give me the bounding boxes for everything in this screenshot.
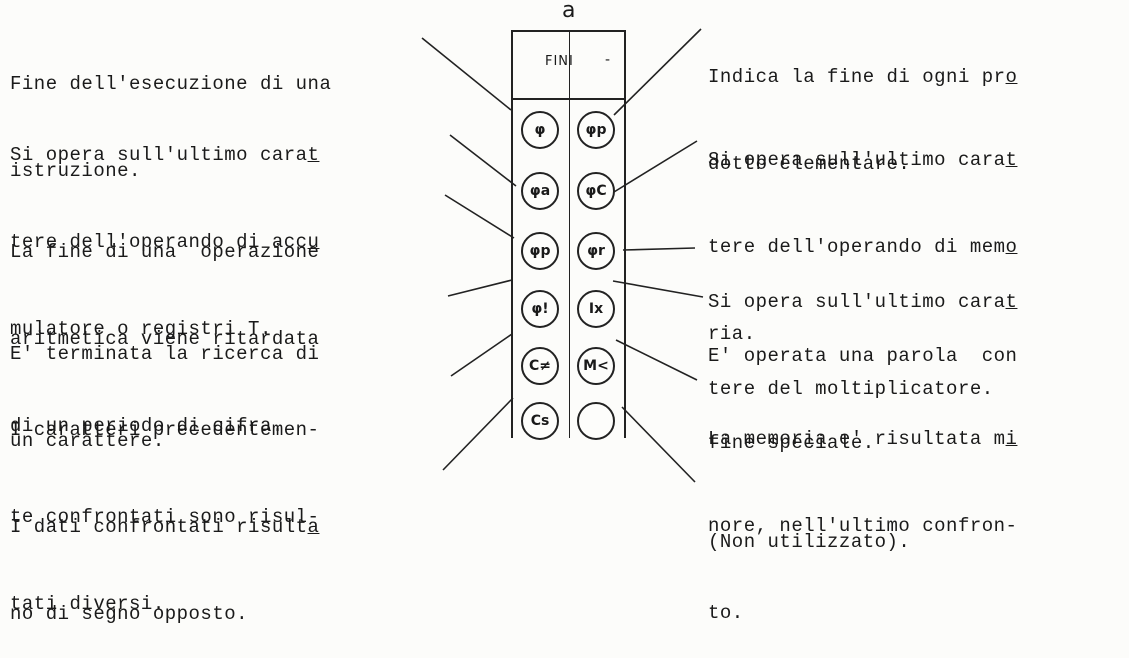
leader-left-5 xyxy=(450,333,513,377)
lamp-ix: Ix xyxy=(577,290,615,328)
right-note-2-line-1: Si opera sull'ultimo cara xyxy=(708,149,1006,171)
left-note-6: I dati confrontati risulta no di segno o… xyxy=(10,455,319,658)
left-note-6-line-1: I dati confrontati risult xyxy=(10,516,308,538)
right-note-3-line-1: Si opera sull'ultimo cara xyxy=(708,291,1006,313)
right-note-1: Indica la fine di ogni pro dotto element… xyxy=(708,5,1017,208)
left-note-3-line-1: La fine di una operazione xyxy=(10,241,320,263)
panel-letter: a xyxy=(562,0,576,23)
leader-left-3 xyxy=(444,194,515,239)
right-note-5-line-1: La memoria e' risultata m xyxy=(708,428,1006,450)
lamp-phi-excl: φ! xyxy=(521,290,559,328)
left-note-2-line-3: mulatore o registri T. xyxy=(10,318,272,340)
lamp-phi-a: φa xyxy=(521,172,559,210)
leader-left-2 xyxy=(449,134,517,187)
panel-header-text: FINI xyxy=(545,54,574,69)
lamp-m-less: M< xyxy=(577,347,615,385)
leader-left-1 xyxy=(421,37,512,111)
leader-right-6 xyxy=(621,406,696,483)
right-note-4-line-1: E' operata una parola con xyxy=(708,345,1018,367)
panel-divider xyxy=(569,32,570,438)
right-note-1-line-2: dotto elementare. xyxy=(708,153,911,175)
left-note-3-line-3: di un periodo di cifra. xyxy=(10,415,284,437)
left-note-1-line-2: istruzione. xyxy=(10,160,141,182)
right-note-6: (Non utilizzato). xyxy=(708,470,910,586)
left-note-3-line-2: aritmetica viene ritardata xyxy=(10,328,320,350)
leader-right-2 xyxy=(613,140,698,193)
lamp-phi-c: φC xyxy=(577,172,615,210)
right-note-3: Si opera sull'ultimo carat tere del molt… xyxy=(708,230,1017,433)
right-note-1-line-1-underlined: o xyxy=(1005,66,1018,88)
leader-lines xyxy=(421,28,704,483)
right-note-4: E' operata una parola con fine speciale. xyxy=(708,284,1017,487)
left-note-4-line-2: un carattere. xyxy=(10,430,165,452)
right-note-2: Si opera sull'ultimo carat tere dell'ope… xyxy=(708,88,1017,378)
left-note-2: Si opera sull'ultimo carat tere dell'ope… xyxy=(10,83,319,373)
lamp-phi-p-arith: φp xyxy=(521,232,559,270)
right-note-5-line-3: to. xyxy=(708,602,744,624)
left-note-2-line-2: tere dell'operando di acc xyxy=(10,231,308,253)
leader-right-4 xyxy=(612,280,704,298)
leader-left-4 xyxy=(447,279,513,297)
left-note-6-line-2: no di segno opposto. xyxy=(10,603,249,625)
left-note-2-line-1-underlined: t xyxy=(307,144,320,166)
left-note-5-line-1: I caratteri precedentemen- xyxy=(10,419,320,441)
leader-right-1 xyxy=(613,28,702,116)
left-note-1: Fine dell'esecuzione di una istruzione. xyxy=(10,12,331,215)
right-note-2-line-3: ria. xyxy=(708,323,756,345)
lamp-phi-r: φr xyxy=(577,232,615,270)
leader-left-6 xyxy=(442,397,514,471)
lamp-cs: Cs xyxy=(521,402,559,440)
right-note-4-line-2: fine speciale. xyxy=(708,432,875,454)
panel-header: FINI - xyxy=(513,32,624,100)
lamp-phi: φ xyxy=(521,111,559,149)
left-note-2-line-1: Si opera sull'ultimo cara xyxy=(10,144,308,166)
right-note-3-line-2: tere del moltiplicatore. xyxy=(708,378,994,400)
right-note-2-line-2-underlined: o xyxy=(1005,236,1018,258)
left-note-3: La fine di una operazione aritmetica vie… xyxy=(10,180,319,470)
leader-right-5 xyxy=(615,339,698,381)
right-note-3-line-1-underlined: t xyxy=(1005,291,1018,313)
right-note-6-line-1: (Non utilizzato). xyxy=(708,531,911,553)
left-note-2-line-2-underlined: u xyxy=(307,231,320,253)
left-note-4-line-1: E' terminata la ricerca di xyxy=(10,343,320,365)
left-note-4: E' terminata la ricerca di un carattere. xyxy=(10,282,319,485)
left-note-6-line-1-underlined: a xyxy=(307,516,320,538)
indicator-panel: FINI - φ φp φa φC φp φr φ! Ix C≠ M< Cs xyxy=(511,30,626,440)
right-note-5-line-1-underlined: i xyxy=(1005,428,1018,450)
leader-right-3 xyxy=(622,247,696,251)
lamp-unused xyxy=(577,402,615,440)
panel-header-dash: - xyxy=(605,52,611,68)
lamp-c-neq: C≠ xyxy=(521,347,559,385)
lamp-phi-p: φp xyxy=(577,111,615,149)
left-note-1-line-1: Fine dell'esecuzione di una xyxy=(10,73,332,95)
right-note-1-line-1: Indica la fine di ogni pr xyxy=(708,66,1006,88)
right-note-2-line-2: tere dell'operando di mem xyxy=(708,236,1006,258)
right-note-2-line-1-underlined: t xyxy=(1005,149,1018,171)
